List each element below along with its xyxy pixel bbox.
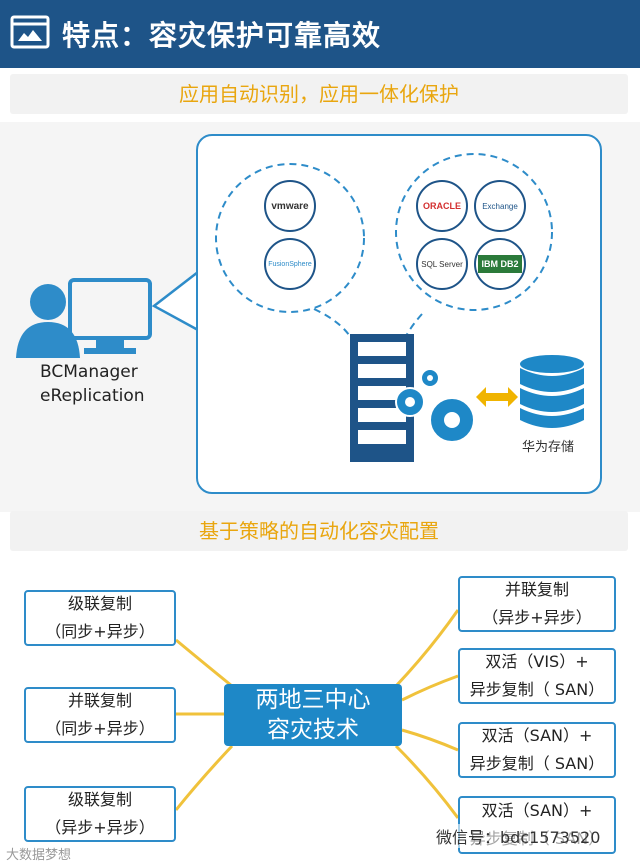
sync-arrow-icon — [476, 387, 518, 407]
window-icon — [10, 15, 50, 49]
page-header: 特点：容灾保护可靠高效 — [0, 0, 640, 68]
bcmanager-label: BCManager eReplication — [40, 360, 160, 408]
center-node: 两地三中心 容灾技术 — [224, 684, 402, 746]
watermark-left: 大数据梦想 — [6, 848, 72, 863]
left-node-parallel-sync: 并联复制 （同步+异步） — [24, 687, 176, 743]
left-node-cascade-sync: 级联复制 （同步+异步） — [24, 590, 176, 646]
fusionsphere-logo: FusionSphere — [264, 238, 316, 290]
server-gears-icon — [350, 334, 475, 462]
section-2-title-bar: 基于策略的自动化容灾配置 — [10, 511, 628, 551]
section-1-title-bar: 应用自动识别，应用一体化保护 — [10, 74, 628, 114]
vmware-logo: vmware — [264, 180, 316, 232]
right-node-active-san-1: 双活（SAN）+ 异步复制（ SAN） — [458, 722, 616, 778]
sqlserver-logo: SQL Server — [416, 238, 468, 290]
user-monitor-icon — [16, 278, 152, 358]
ibm-db2-logo: IBM DB2 — [474, 238, 526, 290]
callout-diagram — [215, 153, 553, 347]
right-node-active-vis: 双活（VIS）+ 异步复制（ SAN） — [458, 648, 616, 704]
storage-label: 华为存储 — [522, 440, 575, 455]
database-icon — [520, 355, 584, 428]
left-node-cascade-async: 级联复制 （异步+异步） — [24, 786, 176, 842]
watermark-right: 微信号：bdc1573520 — [436, 824, 601, 848]
section-1-title: 应用自动识别，应用一体化保护 — [179, 82, 459, 106]
page-title: 特点：容灾保护可靠高效 — [62, 19, 382, 52]
section-2-title: 基于策略的自动化容灾配置 — [199, 519, 439, 543]
bcmanager-line2: eReplication — [40, 386, 145, 406]
bubble-pointer — [151, 271, 199, 332]
oracle-logo: ORACLE — [416, 180, 468, 232]
connector-lines — [174, 609, 460, 819]
bcmanager-line1: BCManager — [40, 362, 138, 382]
exchange-logo: Exchange — [474, 180, 526, 232]
right-node-parallel-async: 并联复制 （异步+异步） — [458, 576, 616, 632]
